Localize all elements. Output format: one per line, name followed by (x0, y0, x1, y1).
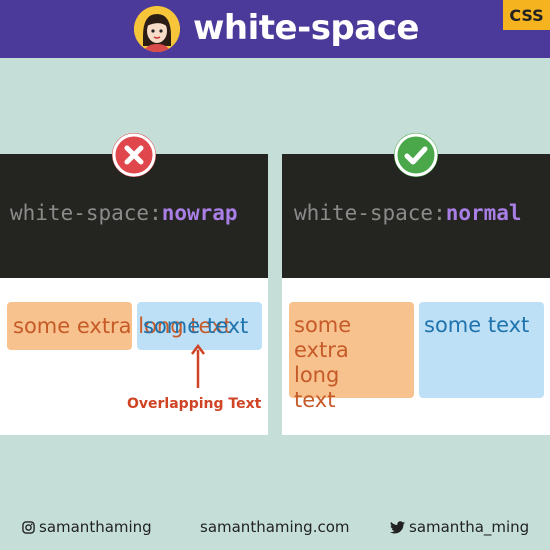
instagram-icon (22, 521, 35, 534)
header-bar: white-space CSS (0, 0, 550, 58)
page-title: white-space (193, 8, 419, 48)
check-icon (394, 133, 438, 177)
normal-code-line: white-space:normal (294, 201, 522, 225)
nowrap-blue-text: some text (143, 314, 249, 338)
normal-orange-box: some extra long text (289, 302, 414, 412)
nowrap-example-panel: white-space:nowrap (0, 154, 268, 435)
nowrap-blue-box (137, 302, 262, 350)
arrow-up-icon (191, 344, 205, 388)
css-badge: CSS (503, 0, 550, 30)
nowrap-orange-box (7, 302, 132, 350)
normal-blue-text: some text (424, 313, 530, 337)
code-value: nowrap (161, 201, 238, 225)
nowrap-code-line: white-space:nowrap (10, 201, 238, 225)
nowrap-orange-text: some extra long text (13, 314, 232, 338)
twitter-icon (390, 521, 405, 534)
instagram-label: samanthaming (39, 518, 152, 536)
code-value: normal (445, 201, 522, 225)
avatar (134, 6, 180, 52)
code-property: white-space: (10, 201, 162, 225)
twitter-handle[interactable]: samantha_ming (390, 518, 529, 536)
instagram-handle[interactable]: samanthaming (22, 518, 152, 536)
normal-blue-box: some text (419, 302, 544, 398)
overlapping-text-label: Overlapping Text (127, 396, 262, 412)
avatar-illustration-icon (134, 6, 180, 52)
normal-orange-text: some extra long text (294, 313, 352, 412)
twitter-label: samantha_ming (409, 518, 530, 536)
website-link[interactable]: samanthaming.com (200, 518, 350, 536)
close-icon (112, 133, 156, 177)
code-property: white-space: (294, 201, 446, 225)
